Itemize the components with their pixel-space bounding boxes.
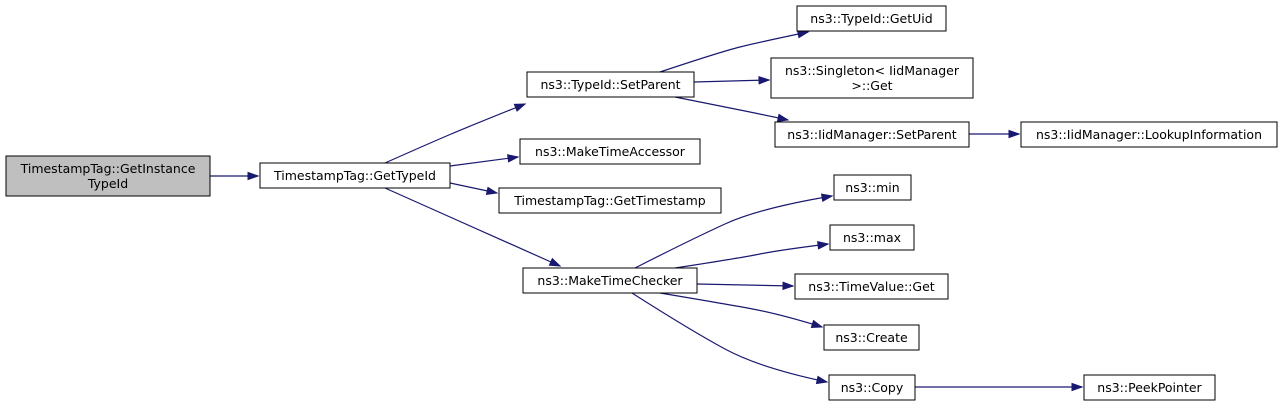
node-label: ns3::MakeTimeAccessor <box>535 144 686 159</box>
edge-n2-n5 <box>449 182 499 196</box>
node-n16[interactable]: ns3::PeekPointer <box>1083 374 1216 401</box>
node-n10[interactable]: ns3::IidManager::LookupInformation <box>1020 121 1278 148</box>
node-n4[interactable]: ns3::MakeTimeAccessor <box>519 138 701 165</box>
node-n7[interactable]: ns3::TypeId::GetUid <box>796 5 947 32</box>
edge-n6-n11 <box>634 193 834 269</box>
edge-n15-n16 <box>915 382 1084 392</box>
node-label: TypeId <box>87 176 128 191</box>
node-n9[interactable]: ns3::IidManager::SetParent <box>774 121 970 148</box>
node-label: TimestampTag::GetInstance <box>20 161 196 176</box>
edge-n2-n3 <box>384 103 527 164</box>
node-n8[interactable]: ns3::Singleton< IidManager>::Get <box>770 57 974 99</box>
edge-n6-n13 <box>696 281 795 291</box>
node-n11[interactable]: ns3::min <box>833 174 912 201</box>
node-label: ns3::IidManager::SetParent <box>787 127 957 142</box>
node-n15[interactable]: ns3::Copy <box>828 374 916 401</box>
node-label: ns3::MakeTimeChecker <box>537 273 683 288</box>
node-label: ns3::PeekPointer <box>1097 380 1202 395</box>
node-label: ns3::TypeId::GetUid <box>810 11 932 26</box>
node-n13[interactable]: ns3::TimeValue::Get <box>794 273 949 300</box>
node-label: ns3::TimeValue::Get <box>808 279 935 294</box>
node-n3[interactable]: ns3::TypeId::SetParent <box>526 71 695 98</box>
node-label: ns3::min <box>845 180 899 195</box>
node-label: TimestampTag::GetTimestamp <box>513 193 705 208</box>
node-label: ns3::Create <box>835 330 908 345</box>
edge-n2-n4 <box>449 154 520 167</box>
node-n14[interactable]: ns3::Create <box>823 324 920 351</box>
node-n6[interactable]: ns3::MakeTimeChecker <box>522 267 698 294</box>
edge-n6-n14 <box>659 292 824 329</box>
edge-n2-n6 <box>384 187 562 267</box>
node-label: ns3::IidManager::LookupInformation <box>1036 127 1262 142</box>
edge-n1-n2 <box>210 171 260 181</box>
edge-n9-n10 <box>969 129 1021 139</box>
node-n5[interactable]: TimestampTag::GetTimestamp <box>498 187 722 214</box>
edge-n6-n15 <box>631 292 829 385</box>
node-n12[interactable]: ns3::max <box>829 224 915 251</box>
edge-n3-n9 <box>674 96 790 123</box>
node-n2[interactable]: TimestampTag::GetTypeId <box>259 162 451 189</box>
node-label: ns3::TypeId::SetParent <box>540 77 680 92</box>
node-label: ns3::Singleton< IidManager <box>785 63 960 78</box>
node-label: TimestampTag::GetTypeId <box>273 168 436 183</box>
node-label: ns3::max <box>843 230 901 245</box>
node-label: >::Get <box>851 78 892 93</box>
edge-n3-n8 <box>693 75 771 85</box>
edge-n3-n7 <box>659 29 810 73</box>
edge-n6-n12 <box>674 241 830 269</box>
node-label: ns3::Copy <box>841 380 904 395</box>
